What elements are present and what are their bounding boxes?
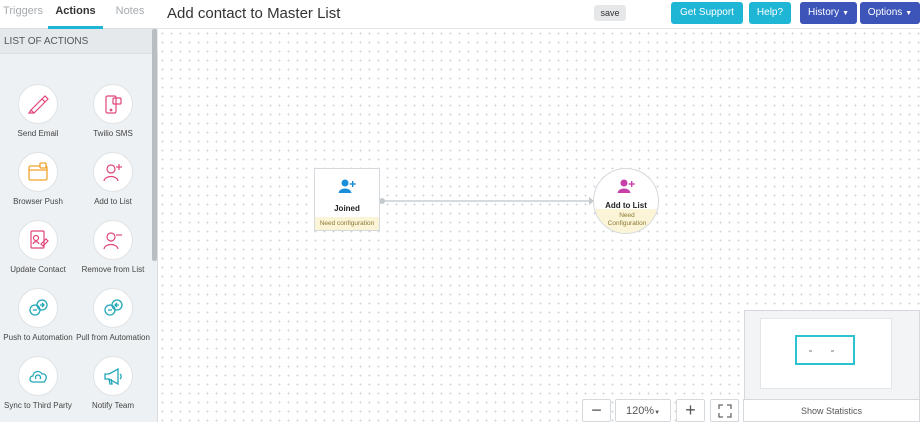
need-configuration-badge: Need configuration [315, 217, 379, 230]
action-label: Notify Team [91, 401, 135, 410]
action-sync-third-party[interactable]: Sync to Third Party [0, 356, 78, 410]
action-push-to-automation[interactable]: Push to Automation [0, 288, 78, 342]
action-send-email[interactable]: Send Email [0, 84, 78, 138]
options-label: Options [867, 7, 903, 18]
action-label: Browser Push [13, 197, 63, 206]
action-label: Remove from List [81, 265, 145, 274]
node-label: Joined [334, 204, 360, 213]
action-notify-team[interactable]: Notify Team [73, 356, 153, 410]
connector-handle[interactable] [379, 198, 385, 204]
zoom-level-value: 120% [625, 405, 655, 417]
sms-icon [93, 84, 133, 124]
zoom-out-button[interactable]: − [582, 399, 611, 422]
minimap-node [831, 350, 834, 352]
action-twilio-sms[interactable]: Twilio SMS [73, 84, 153, 138]
page-title: Add contact to Master List [167, 5, 341, 22]
zoom-in-button[interactable]: + [676, 399, 705, 422]
minimap-viewport[interactable] [795, 335, 855, 365]
list-of-actions-header: LIST OF ACTIONS [0, 29, 158, 54]
megaphone-icon [93, 356, 133, 396]
remove-user-icon [93, 220, 133, 260]
pull-automation-icon [93, 288, 133, 328]
update-contact-icon [18, 220, 58, 260]
sidebar-scrollbar[interactable] [152, 29, 157, 261]
action-pull-from-automation[interactable]: Pull from Automation [73, 288, 153, 342]
top-bar: Add contact to Master List save Get Supp… [158, 0, 920, 29]
help-button[interactable]: Help? [749, 2, 791, 24]
tab-actions[interactable]: Actions [48, 0, 103, 29]
save-button[interactable]: save [594, 5, 626, 21]
show-statistics-button[interactable]: Show Statistics [743, 399, 920, 422]
action-label: Push to Automation [3, 333, 73, 342]
connector-arrow-icon [589, 197, 594, 205]
fullscreen-button[interactable] [710, 399, 739, 422]
action-label: Pull from Automation [76, 333, 150, 342]
zoom-level-select[interactable]: 120%▼ [615, 399, 671, 422]
action-label: Add to List [94, 197, 132, 206]
cloud-sync-icon [18, 356, 58, 396]
tab-notes[interactable]: Notes [115, 5, 145, 17]
push-automation-icon [18, 288, 58, 328]
fullscreen-icon [717, 404, 732, 418]
action-add-to-list[interactable]: Add to List [73, 152, 153, 206]
status-line: Configuration [607, 220, 647, 227]
browser-push-icon [18, 152, 58, 192]
action-node-add-to-list[interactable]: Add to List Need Configuration [593, 168, 659, 234]
action-remove-from-list[interactable]: Remove from List [73, 220, 153, 274]
history-dropdown[interactable]: History▼ [800, 2, 857, 24]
action-label: Update Contact [10, 265, 66, 274]
action-label: Sync to Third Party [4, 401, 72, 410]
get-support-button[interactable]: Get Support [671, 2, 743, 24]
add-user-icon [93, 152, 133, 192]
add-user-icon [594, 178, 658, 199]
send-email-icon [18, 84, 58, 124]
node-label: Add to List [605, 201, 647, 210]
tab-triggers[interactable]: Triggers [3, 5, 43, 17]
action-label: Send Email [17, 129, 59, 138]
sidebar-tabs: Triggers Actions Notes [0, 0, 158, 29]
action-update-contact[interactable]: Update Contact [0, 220, 78, 274]
history-label: History [807, 7, 840, 18]
connector-line [380, 200, 592, 202]
minimap-node [809, 350, 812, 352]
caret-down-icon: ▼ [905, 10, 913, 17]
action-browser-push[interactable]: Browser Push [0, 152, 78, 206]
action-label: Twilio SMS [93, 129, 133, 138]
options-dropdown[interactable]: Options▼ [860, 2, 920, 24]
add-user-icon [315, 178, 379, 199]
sidebar: Triggers Actions Notes LIST OF ACTIONS S… [0, 0, 158, 422]
caret-down-icon: ▼ [842, 10, 850, 17]
trigger-node-joined[interactable]: Joined Need configuration [314, 168, 380, 231]
need-configuration-badge: Need Configuration [594, 209, 658, 233]
status-line: Need [619, 212, 635, 219]
workflow-canvas[interactable]: Joined Need configuration Add to List Ne… [158, 29, 920, 422]
minimap-content [760, 318, 892, 389]
caret-down-icon: ▼ [654, 410, 661, 416]
